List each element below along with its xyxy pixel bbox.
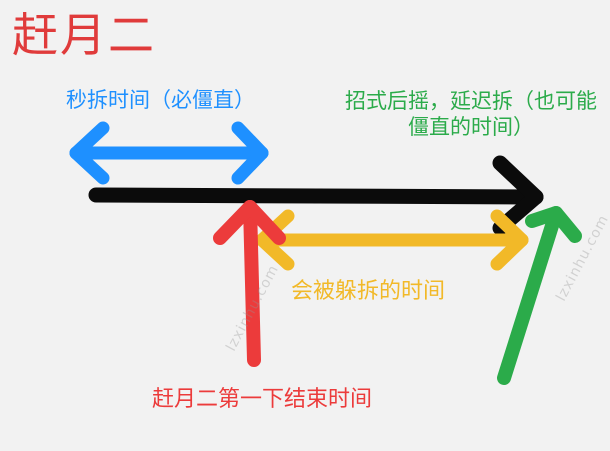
dodge-break-label: 会被躲拆的时间: [291, 279, 446, 304]
yellow-double-arrow: [255, 209, 529, 271]
red-up-arrow: [213, 200, 286, 367]
blue-double-arrow: [69, 121, 269, 185]
blue-arrow-right-head: [231, 121, 269, 185]
timeline-arrow: [88, 155, 544, 236]
yellow-arrow-left-head: [255, 209, 295, 271]
green-arrow-shaft: [497, 206, 563, 385]
timeline-arrow-shaft: [88, 187, 544, 205]
red-arrow-shaft: [243, 200, 261, 367]
page-title: 赶月二: [12, 8, 156, 62]
delayed-break-label: 招式后摇，延迟拆（也可能僵直的时间）: [345, 89, 597, 140]
instant-break-label: 秒拆时间（必僵直）: [66, 88, 255, 112]
green-up-arrow: [497, 206, 582, 385]
blue-arrow-left-head: [69, 121, 110, 185]
red-arrow-head: [213, 200, 286, 245]
yellow-arrow-right-head: [490, 209, 529, 271]
first-hit-end-label: 赶月二第一下结束时间: [152, 387, 373, 412]
green-arrow-head: [525, 206, 582, 243]
timeline-arrow-head: [492, 155, 544, 236]
